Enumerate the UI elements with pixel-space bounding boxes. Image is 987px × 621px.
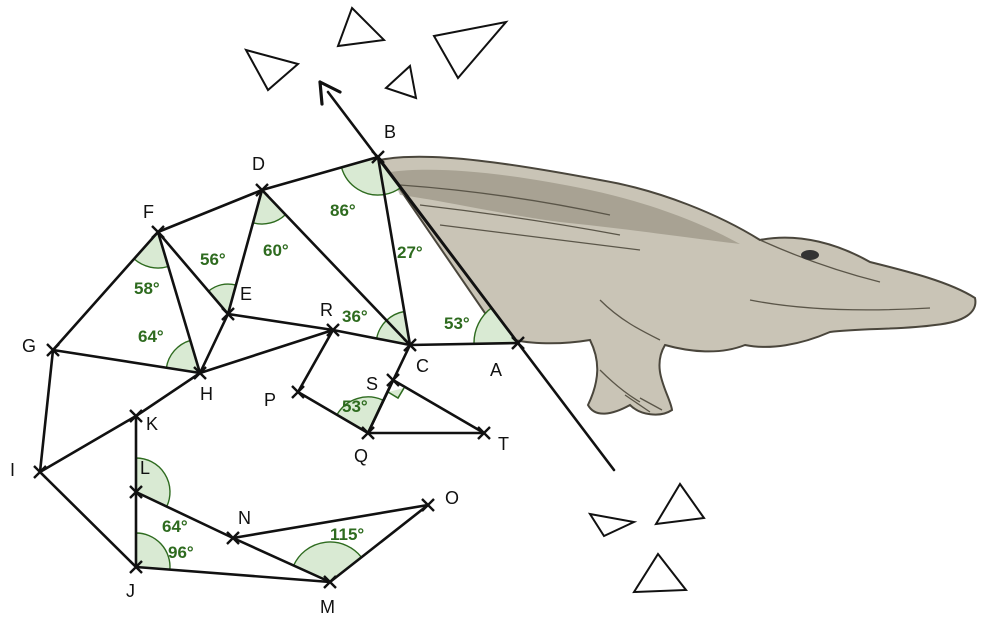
point-marker-o xyxy=(421,498,435,512)
point-marker-k xyxy=(129,409,143,423)
point-marker-l xyxy=(129,485,143,499)
segment-fe xyxy=(156,230,230,316)
point-label-s: S xyxy=(366,374,378,394)
point-label-g: G xyxy=(22,336,36,356)
point-markers xyxy=(33,150,525,589)
point-marker-f xyxy=(151,225,165,239)
angle-label-e-56: 56° xyxy=(200,250,226,269)
angle-label-b-86: 86° xyxy=(330,201,356,220)
point-label-c: C xyxy=(416,356,429,376)
segment-bd xyxy=(260,155,380,192)
angle-label-h-64: 64° xyxy=(138,327,164,346)
segment-bc xyxy=(376,155,412,347)
point-label-t: T xyxy=(498,434,509,454)
segment-ln xyxy=(134,490,235,540)
segment-om xyxy=(328,503,430,584)
segment-df xyxy=(156,188,264,234)
triangle-icon xyxy=(243,48,301,92)
triangle-icon xyxy=(632,552,688,594)
angle-label-a-53: 53° xyxy=(444,314,470,333)
point-marker-m xyxy=(323,575,337,589)
point-marker-p xyxy=(291,385,305,399)
angle-label-b-27: 27° xyxy=(397,243,423,262)
point-marker-t xyxy=(477,426,491,440)
segment-eh xyxy=(198,312,230,375)
point-marker-s xyxy=(386,373,400,387)
triangle-icon xyxy=(432,20,509,80)
segment-dc xyxy=(260,188,412,347)
segment-no xyxy=(231,503,430,540)
point-label-q: Q xyxy=(354,446,368,466)
point-label-p: P xyxy=(264,390,276,410)
angle-label-j-96: 96° xyxy=(168,543,194,562)
segment-nm xyxy=(231,536,332,584)
point-label-f: F xyxy=(143,202,154,222)
segment-ki xyxy=(38,414,138,474)
right-angle-marker xyxy=(387,387,405,400)
point-marker-j xyxy=(129,560,143,574)
angle-label-c-36: 36° xyxy=(342,307,368,326)
angle-label-q-53: 53° xyxy=(342,397,368,416)
segment-sq xyxy=(366,378,395,435)
segment-er xyxy=(226,312,335,332)
triangle-icon xyxy=(654,482,706,526)
segment-gi xyxy=(38,348,55,474)
point-marker-n xyxy=(226,531,240,545)
point-label-j: J xyxy=(126,581,135,601)
angle-arc-j xyxy=(135,532,171,571)
angle-labels: 86° 27° 60° 56° 58° 64° 36° 53° 53° 64° … xyxy=(134,201,470,562)
point-marker-i xyxy=(33,465,47,479)
point-marker-h xyxy=(193,366,207,380)
point-label-d: D xyxy=(252,154,265,174)
angle-label-l-64: 64° xyxy=(162,517,188,536)
segment-pq xyxy=(296,390,370,435)
angle-label-d-60: 60° xyxy=(263,241,289,260)
angle-arc-m xyxy=(292,541,363,583)
triangle-icon xyxy=(587,512,638,538)
segment-st xyxy=(391,378,486,435)
segment-fh xyxy=(156,230,202,375)
segment-fg xyxy=(51,230,160,352)
point-marker-d xyxy=(255,183,269,197)
segment-gh xyxy=(51,348,202,375)
segment-de xyxy=(226,188,264,316)
point-marker-r xyxy=(326,323,340,337)
angle-label-f-58: 58° xyxy=(134,279,160,298)
point-marker-e xyxy=(221,307,235,321)
segment-hk xyxy=(134,371,202,418)
angle-arc-b xyxy=(340,156,386,196)
point-label-m: M xyxy=(320,597,335,617)
point-labels: A B C D E F G H I J K L M N O P Q R S T xyxy=(10,122,509,617)
angle-label-m-115: 115° xyxy=(330,525,364,544)
segment-rp xyxy=(296,328,335,394)
segment-ij xyxy=(38,470,138,569)
angle-arcs xyxy=(133,156,520,583)
point-marker-b xyxy=(371,150,385,164)
triangle-icon xyxy=(336,6,387,48)
point-label-k: K xyxy=(146,414,158,434)
point-marker-a xyxy=(511,336,525,350)
segment-jm xyxy=(134,565,332,584)
point-label-l: L xyxy=(140,458,150,478)
angle-arc-l xyxy=(135,457,171,508)
crocodile-illustration xyxy=(378,155,977,416)
triangle-icon xyxy=(384,64,418,100)
point-label-o: O xyxy=(445,488,459,508)
segment-ca xyxy=(408,341,520,347)
point-label-r: R xyxy=(320,300,333,320)
point-label-h: H xyxy=(200,384,213,404)
point-label-e: E xyxy=(240,284,252,304)
segment-rc xyxy=(331,328,412,347)
point-label-i: I xyxy=(10,460,15,480)
point-label-n: N xyxy=(238,508,251,528)
segment-hr xyxy=(198,328,335,375)
point-label-b: B xyxy=(384,122,396,142)
decorative-triangles xyxy=(243,6,706,594)
point-label-a: A xyxy=(490,360,502,380)
point-marker-c xyxy=(403,338,417,352)
point-marker-g xyxy=(46,343,60,357)
point-marker-q xyxy=(361,426,375,440)
